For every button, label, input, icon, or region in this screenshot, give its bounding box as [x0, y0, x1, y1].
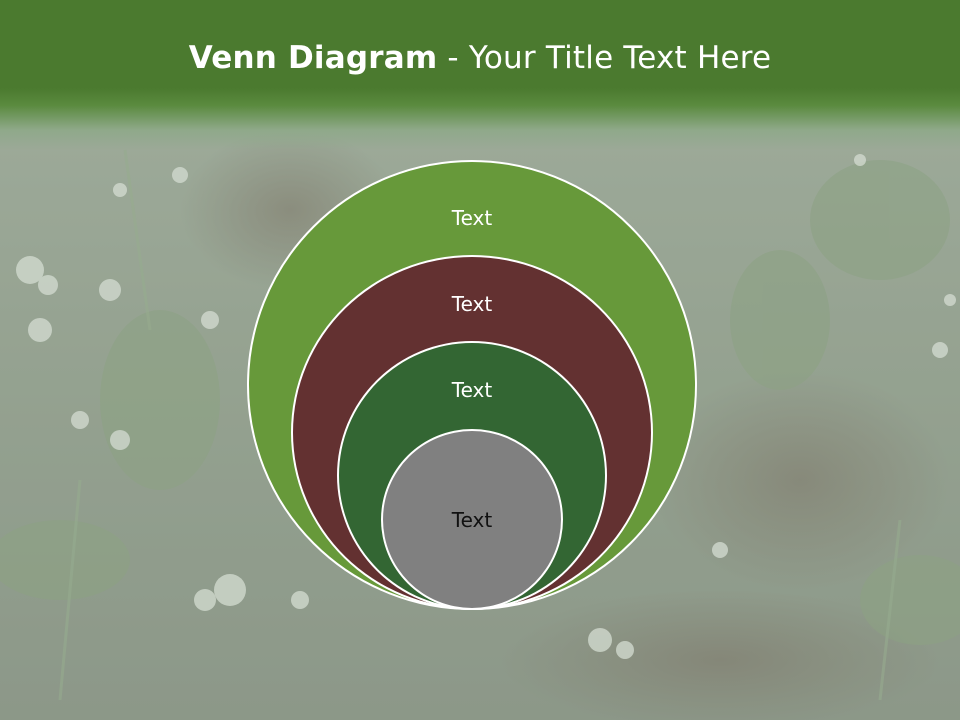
slide-title-rest: - Your Title Text Here	[437, 40, 772, 76]
third-circle-label: Text	[451, 378, 493, 402]
inner-circle-label: Text	[451, 508, 493, 532]
header-band	[0, 0, 960, 150]
slide-title: Venn Diagram - Your Title Text Here	[0, 40, 960, 76]
second-circle-label: Text	[451, 292, 493, 316]
slide-title-bold: Venn Diagram	[188, 40, 438, 76]
inner-circle[interactable]: Text	[381, 429, 563, 610]
outer-circle-label: Text	[451, 206, 493, 230]
